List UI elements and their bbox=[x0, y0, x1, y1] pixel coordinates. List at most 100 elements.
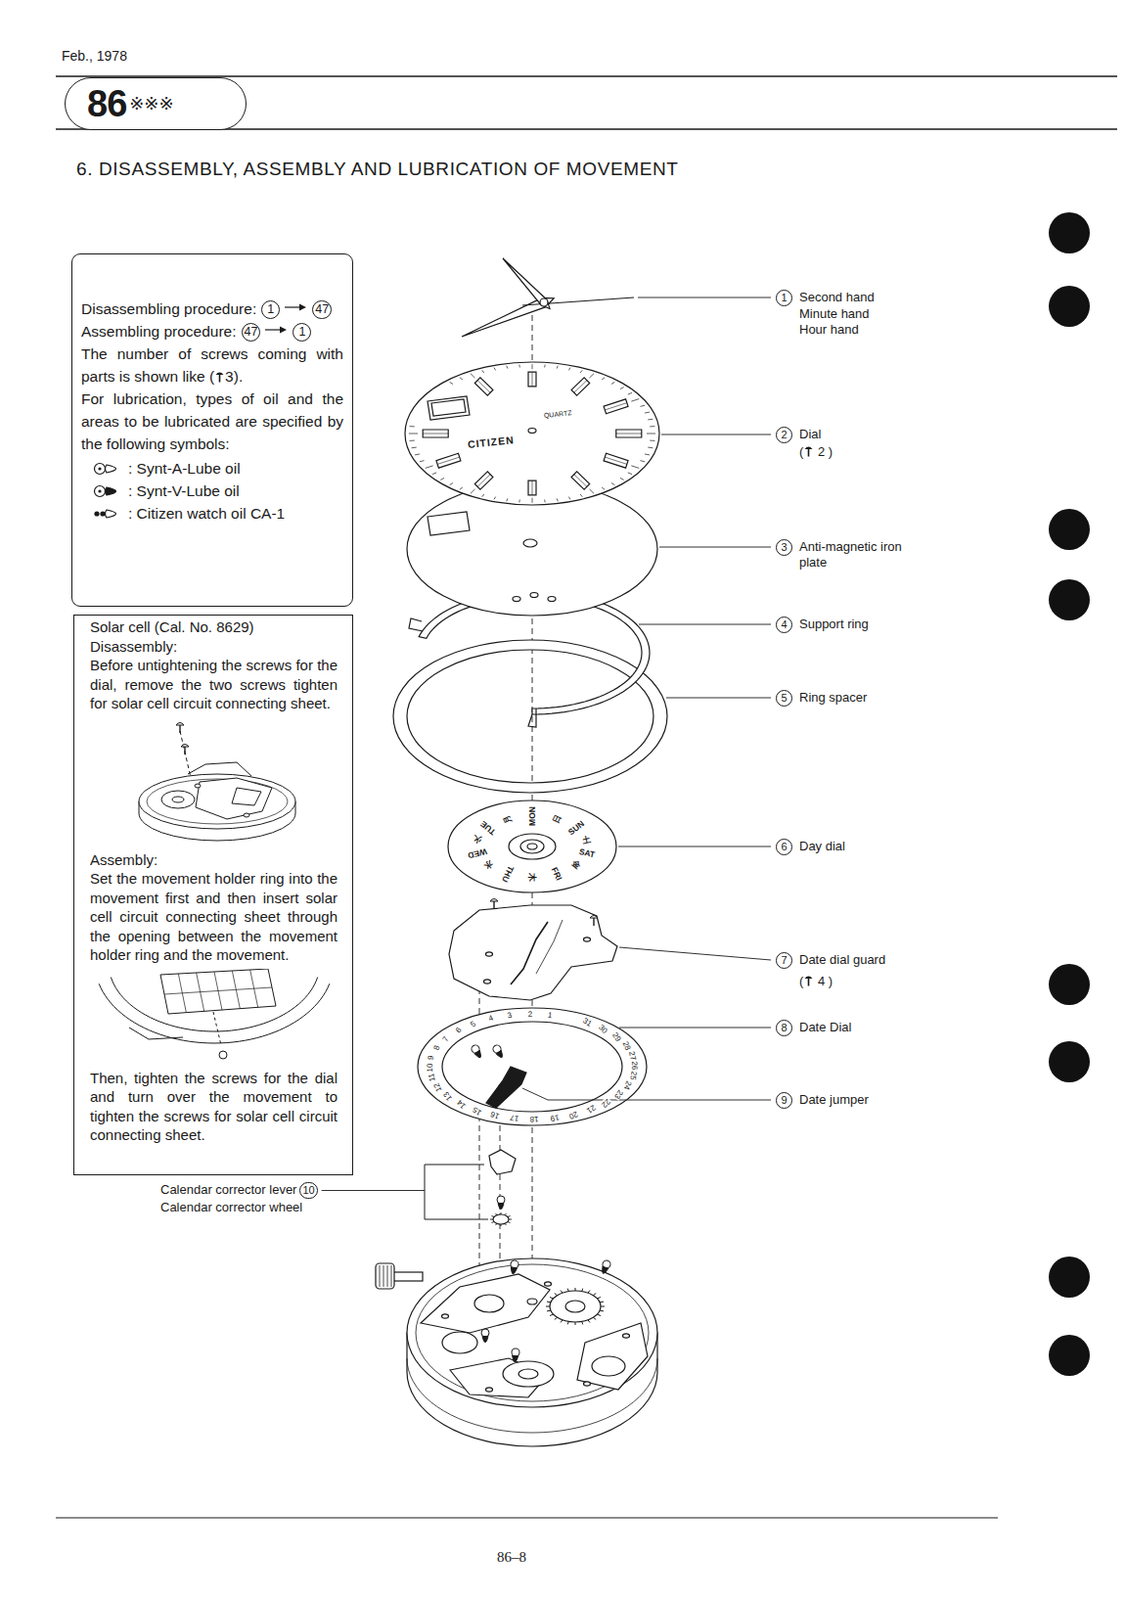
oil-symbol bbox=[94, 463, 106, 475]
dial-drawing bbox=[532, 497, 534, 503]
leader-line bbox=[619, 1027, 771, 1029]
dial-drawing bbox=[432, 472, 437, 475]
movement-drawing bbox=[393, 1271, 423, 1281]
movement-drawing bbox=[442, 1313, 450, 1318]
step-number: 47 bbox=[241, 322, 262, 342]
note-text: The number of screws coming with parts i… bbox=[81, 342, 344, 388]
dial-drawing bbox=[580, 369, 583, 373]
calendar-corrector-drawing bbox=[500, 1223, 502, 1226]
dial-drawing bbox=[477, 380, 491, 394]
dial-drawing bbox=[589, 373, 595, 378]
note-heading: Solar cell (Cal. No. 8629) bbox=[90, 617, 338, 637]
date-dial-guard-drawing bbox=[490, 899, 498, 910]
dial-drawing bbox=[528, 371, 537, 387]
dial-drawing bbox=[620, 387, 625, 390]
movement-drawing bbox=[420, 1273, 550, 1333]
movement-drawing bbox=[474, 1294, 504, 1312]
solar-cell-disassembly-drawing bbox=[138, 773, 296, 829]
dial-drawing bbox=[589, 489, 595, 494]
solar-cell-disassembly-drawing bbox=[183, 746, 185, 755]
part-name: Dial bbox=[799, 426, 821, 443]
hands-drawing bbox=[522, 297, 634, 306]
oil-symbol bbox=[92, 461, 127, 476]
movement-drawing bbox=[527, 1298, 538, 1305]
movement-drawing bbox=[481, 1328, 490, 1337]
note-text: Then, tighten the screws for the dial an… bbox=[90, 1068, 338, 1145]
date-dial-guard-drawing bbox=[486, 951, 494, 956]
oil-symbol bbox=[105, 487, 117, 496]
dial-drawing bbox=[628, 392, 632, 395]
movement-drawing bbox=[387, 1264, 389, 1287]
leader-line bbox=[618, 846, 771, 848]
instruction-box: Disassembling procedure:147Assembling pr… bbox=[71, 253, 354, 607]
part-name: Minute hand bbox=[799, 306, 870, 322]
solar-cell-disassembly-drawing bbox=[146, 778, 288, 824]
solar-cell-disassembly-drawing bbox=[195, 777, 272, 819]
hands-drawing bbox=[540, 298, 548, 307]
page-rule bbox=[55, 76, 1118, 1518]
legend: : Synt-A-Lube oil: Synt-V-Lube oil: Citi… bbox=[81, 456, 344, 525]
note-text: Before untightening the screws for the d… bbox=[90, 655, 338, 714]
hands-drawing bbox=[502, 258, 550, 309]
screw-icon bbox=[804, 974, 813, 987]
calendar-corrector-drawing bbox=[500, 1212, 502, 1215]
solar-cell-assembly-drawing bbox=[219, 1050, 227, 1059]
movement-drawing bbox=[599, 1309, 604, 1312]
dial-drawing bbox=[411, 447, 417, 450]
binder-hole-dot bbox=[1048, 508, 1090, 550]
arrow-symbol bbox=[279, 326, 287, 334]
movement-drawing bbox=[383, 1264, 385, 1287]
solar-cell-assembly-drawing bbox=[164, 987, 272, 994]
oil-symbol bbox=[99, 510, 105, 516]
calendar-corrector-drawing bbox=[424, 1218, 489, 1220]
date-dial-drawing bbox=[417, 1007, 647, 1126]
solar-cell-disassembly-drawing bbox=[180, 743, 189, 747]
day-name: 土 bbox=[580, 834, 593, 846]
dial-drawing bbox=[647, 447, 653, 450]
calendar-corrector-drawing bbox=[508, 1218, 512, 1220]
solar-cell-disassembly-drawing bbox=[243, 812, 250, 817]
oil-symbol bbox=[97, 489, 101, 493]
arrow-symbol bbox=[284, 306, 302, 308]
dial-drawing bbox=[649, 425, 655, 427]
movement-drawing bbox=[582, 1320, 584, 1324]
leader-line bbox=[637, 297, 771, 299]
calendar-corrector-drawing bbox=[495, 1213, 498, 1216]
dial-drawing bbox=[440, 477, 445, 480]
oil-symbol bbox=[105, 464, 117, 473]
date-dial-drawing bbox=[486, 1066, 527, 1108]
movement-drawing bbox=[375, 1258, 658, 1446]
legend-text: : Synt-A-Lube oil bbox=[128, 459, 241, 477]
callout-number: 6 bbox=[775, 838, 793, 856]
oil-symbol bbox=[97, 466, 101, 470]
section-number: 86 bbox=[87, 85, 127, 123]
step-number: 47 bbox=[312, 300, 332, 319]
screw-icon bbox=[804, 445, 813, 457]
dial-drawing bbox=[604, 403, 628, 410]
calendar-corrector-drawing bbox=[491, 1221, 495, 1223]
dial-drawing bbox=[409, 425, 415, 427]
solar-cell-disassembly-drawing bbox=[179, 724, 181, 733]
binder-hole-dot bbox=[1048, 212, 1090, 254]
legend-row: : Citizen watch oil CA-1 bbox=[81, 501, 344, 525]
section-suffix: ※※※ bbox=[129, 94, 174, 113]
callout-number: 5 bbox=[775, 689, 793, 707]
day-dial-drawing bbox=[527, 843, 538, 850]
procedure-label: Disassembling procedure: bbox=[81, 300, 257, 317]
date-dial-guard-drawing bbox=[536, 919, 563, 974]
date-dial-drawing bbox=[495, 1050, 504, 1059]
screw-icon bbox=[805, 976, 813, 979]
dial-drawing bbox=[644, 411, 650, 414]
dial-drawing bbox=[419, 460, 425, 462]
dial-drawing bbox=[477, 474, 491, 488]
iron-plate-drawing bbox=[523, 539, 538, 547]
dial-drawing bbox=[532, 480, 534, 496]
dial-drawing bbox=[556, 497, 558, 501]
part-name: Second hand bbox=[799, 289, 875, 306]
exploded-view bbox=[321, 258, 771, 1446]
note-heading: Disassembly: bbox=[90, 636, 338, 657]
part-name: Day dial bbox=[799, 838, 846, 855]
solar-cell-assembly-drawing bbox=[129, 1027, 183, 1039]
calendar-corrector-drawing bbox=[424, 1149, 516, 1226]
date-dial-drawing bbox=[470, 1043, 485, 1060]
